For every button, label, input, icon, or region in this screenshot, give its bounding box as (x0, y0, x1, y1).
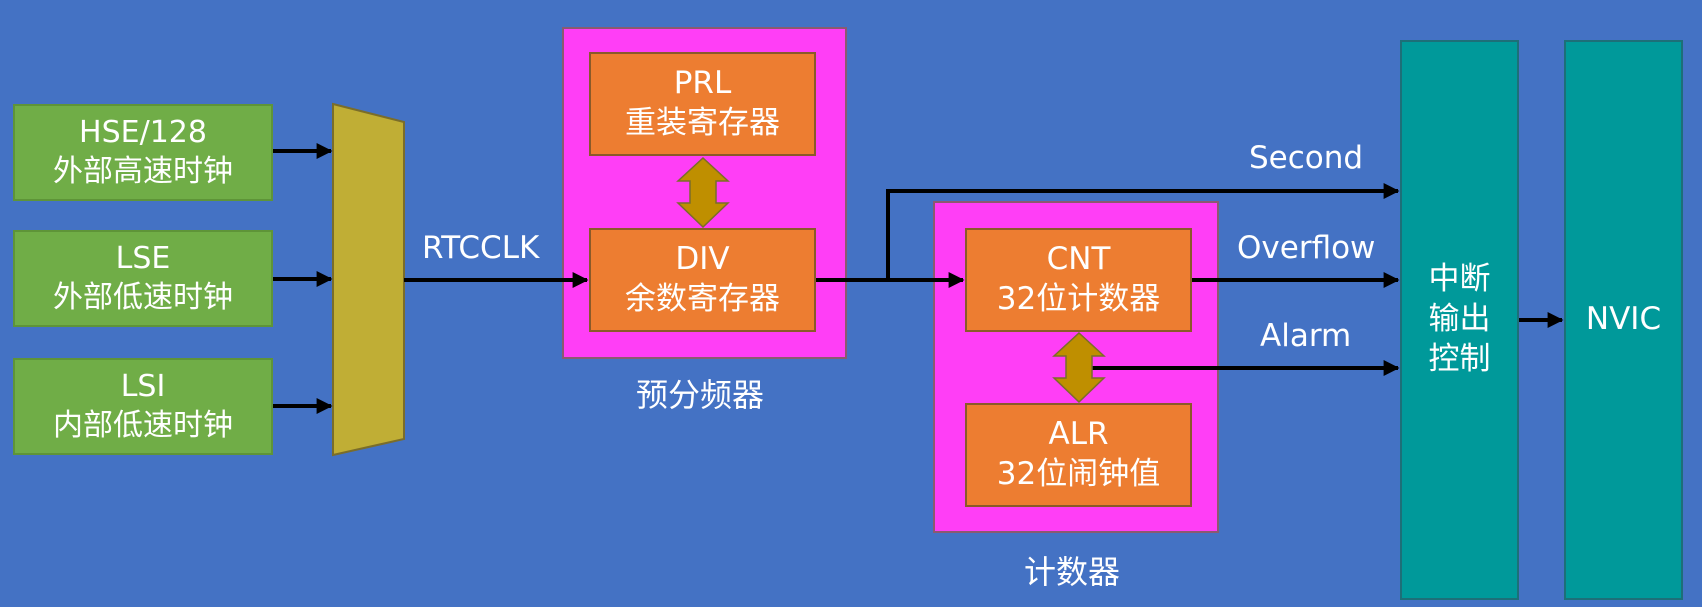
prl-div-double-arrow (676, 156, 730, 229)
cnt-alr-double-arrow (1052, 331, 1106, 404)
clock-source-desc: 外部低速时钟 (53, 279, 233, 315)
clock-source-name: LSE (115, 241, 171, 277)
clock-source-lsi: LSI 内部低速时钟 (13, 358, 273, 455)
register-name: CNT (1046, 241, 1111, 278)
overflow-signal-label: Overflow (1237, 230, 1376, 266)
interrupt-control-line: 输出 (1428, 301, 1491, 338)
register-name: ALR (1048, 416, 1109, 453)
prl-register: PRL 重装寄存器 (589, 52, 816, 156)
register-name: PRL (673, 65, 732, 102)
second-signal-arrow (886, 183, 1400, 280)
nvic-block: NVIC (1564, 40, 1683, 600)
counter-caption: 计数器 (1024, 553, 1121, 591)
clock-mux (332, 102, 405, 457)
interrupt-control-line: 中断 (1428, 261, 1491, 298)
register-desc: 余数寄存器 (625, 281, 780, 317)
prescaler-caption: 预分频器 (636, 376, 765, 414)
clock-source-lse: LSE 外部低速时钟 (13, 230, 273, 327)
alr-register: ALR 32位闹钟值 (965, 403, 1192, 507)
clock-source-desc: 外部高速时钟 (53, 153, 233, 189)
clock-source-name: LSI (120, 369, 166, 405)
interrupt-control-line: 控制 (1428, 340, 1491, 377)
second-signal-label: Second (1249, 140, 1364, 176)
nvic-label: NVIC (1585, 301, 1662, 338)
clock-source-hse: HSE/128 外部高速时钟 (13, 104, 273, 201)
clock-source-name: HSE/128 (79, 115, 207, 151)
interrupt-output-control: 中断 输出 控制 (1400, 40, 1519, 600)
alarm-signal-label: Alarm (1260, 318, 1352, 354)
clock-source-desc: 内部低速时钟 (53, 407, 233, 443)
register-desc: 32位闹钟值 (996, 456, 1161, 492)
div-register: DIV 余数寄存器 (589, 228, 816, 332)
register-desc: 32位计数器 (996, 281, 1161, 317)
register-name: DIV (675, 241, 730, 278)
rtcclk-label: RTCCLK (422, 230, 540, 266)
register-desc: 重装寄存器 (625, 105, 780, 141)
cnt-register: CNT 32位计数器 (965, 228, 1192, 332)
